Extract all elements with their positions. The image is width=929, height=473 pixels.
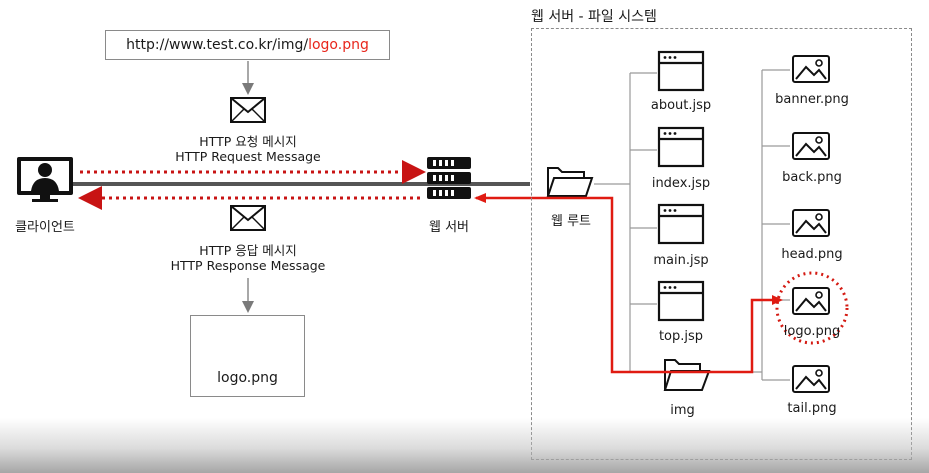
url-box: http://www.test.co.kr/img/logo.png (105, 30, 390, 60)
png-label-banner: banner.png (775, 92, 849, 107)
server-rack-icon (427, 157, 471, 199)
user-monitor-icon (17, 157, 73, 202)
img-folder-label: img (670, 403, 695, 418)
jsp-label-about: about.jsp (650, 98, 712, 113)
request-message-label: HTTP 요청 메시지 HTTP Request Message (148, 134, 348, 164)
png-label-tail: tail.png (787, 401, 837, 416)
client-label: 클라이언트 (15, 220, 75, 235)
web-root-label: 웹 루트 (550, 214, 591, 229)
jsp-label-top: top.jsp (658, 329, 704, 344)
filesystem-title: 웹 서버 - 파일 시스템 (531, 9, 657, 25)
response-message-label: HTTP 응답 메시지 HTTP Response Message (148, 243, 348, 273)
url-prefix: http://www.test.co.kr/img/ (126, 37, 309, 53)
request-envelope-icon (230, 97, 266, 123)
request-subtitle: HTTP Request Message (175, 149, 321, 164)
response-envelope-icon (230, 205, 266, 231)
result-label: logo.png (217, 370, 278, 386)
jsp-file-icons (657, 50, 705, 322)
request-path-line (476, 196, 780, 374)
png-file-icons (792, 55, 830, 393)
highlight-circle (775, 271, 849, 345)
result-box (190, 315, 305, 397)
server-label: 웹 서버 (428, 220, 469, 235)
request-title: HTTP 요청 메시지 (199, 134, 297, 149)
response-subtitle: HTTP Response Message (170, 258, 326, 273)
png-label-logo: logo.png (783, 324, 841, 339)
response-title: HTTP 응답 메시지 (199, 243, 297, 258)
png-label-back: back.png (782, 170, 842, 185)
url-file: logo.png (308, 37, 369, 53)
web-root-folder-icon (546, 167, 594, 197)
jsp-label-main: main.jsp (653, 253, 709, 268)
png-label-head: head.png (781, 247, 843, 262)
jsp-label-index: index.jsp (651, 176, 711, 191)
bottom-shade (0, 418, 929, 473)
img-folder-icon (663, 359, 711, 391)
